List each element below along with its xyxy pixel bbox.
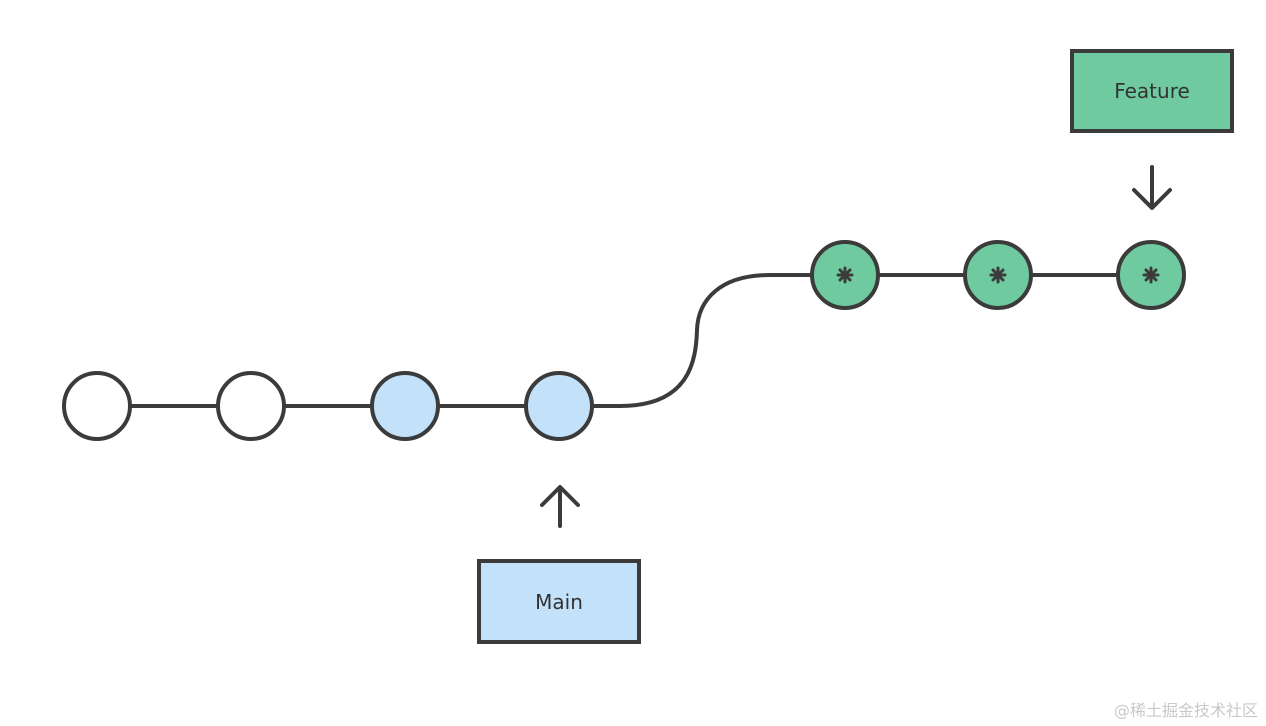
main-branch-label: Main xyxy=(477,559,641,644)
commit-node-plain xyxy=(216,371,286,441)
commit-node-main xyxy=(524,371,594,441)
main-label-text: Main xyxy=(535,589,583,614)
commit-node-main xyxy=(370,371,440,441)
feature-star-marks xyxy=(836,266,1160,284)
commit-node-plain xyxy=(62,371,132,441)
commit-nodes xyxy=(62,240,1186,441)
main-arrow-icon xyxy=(540,485,580,528)
feature-label-text: Feature xyxy=(1114,79,1190,103)
asterisk-icon xyxy=(989,266,1007,284)
branch-curve xyxy=(560,273,845,408)
asterisk-icon xyxy=(1142,266,1160,284)
watermark: @稀土掘金技术社区 xyxy=(1113,701,1258,720)
asterisk-icon xyxy=(836,266,854,284)
feature-branch-label: Feature xyxy=(1070,49,1234,133)
feature-arrow-icon xyxy=(1132,165,1172,210)
